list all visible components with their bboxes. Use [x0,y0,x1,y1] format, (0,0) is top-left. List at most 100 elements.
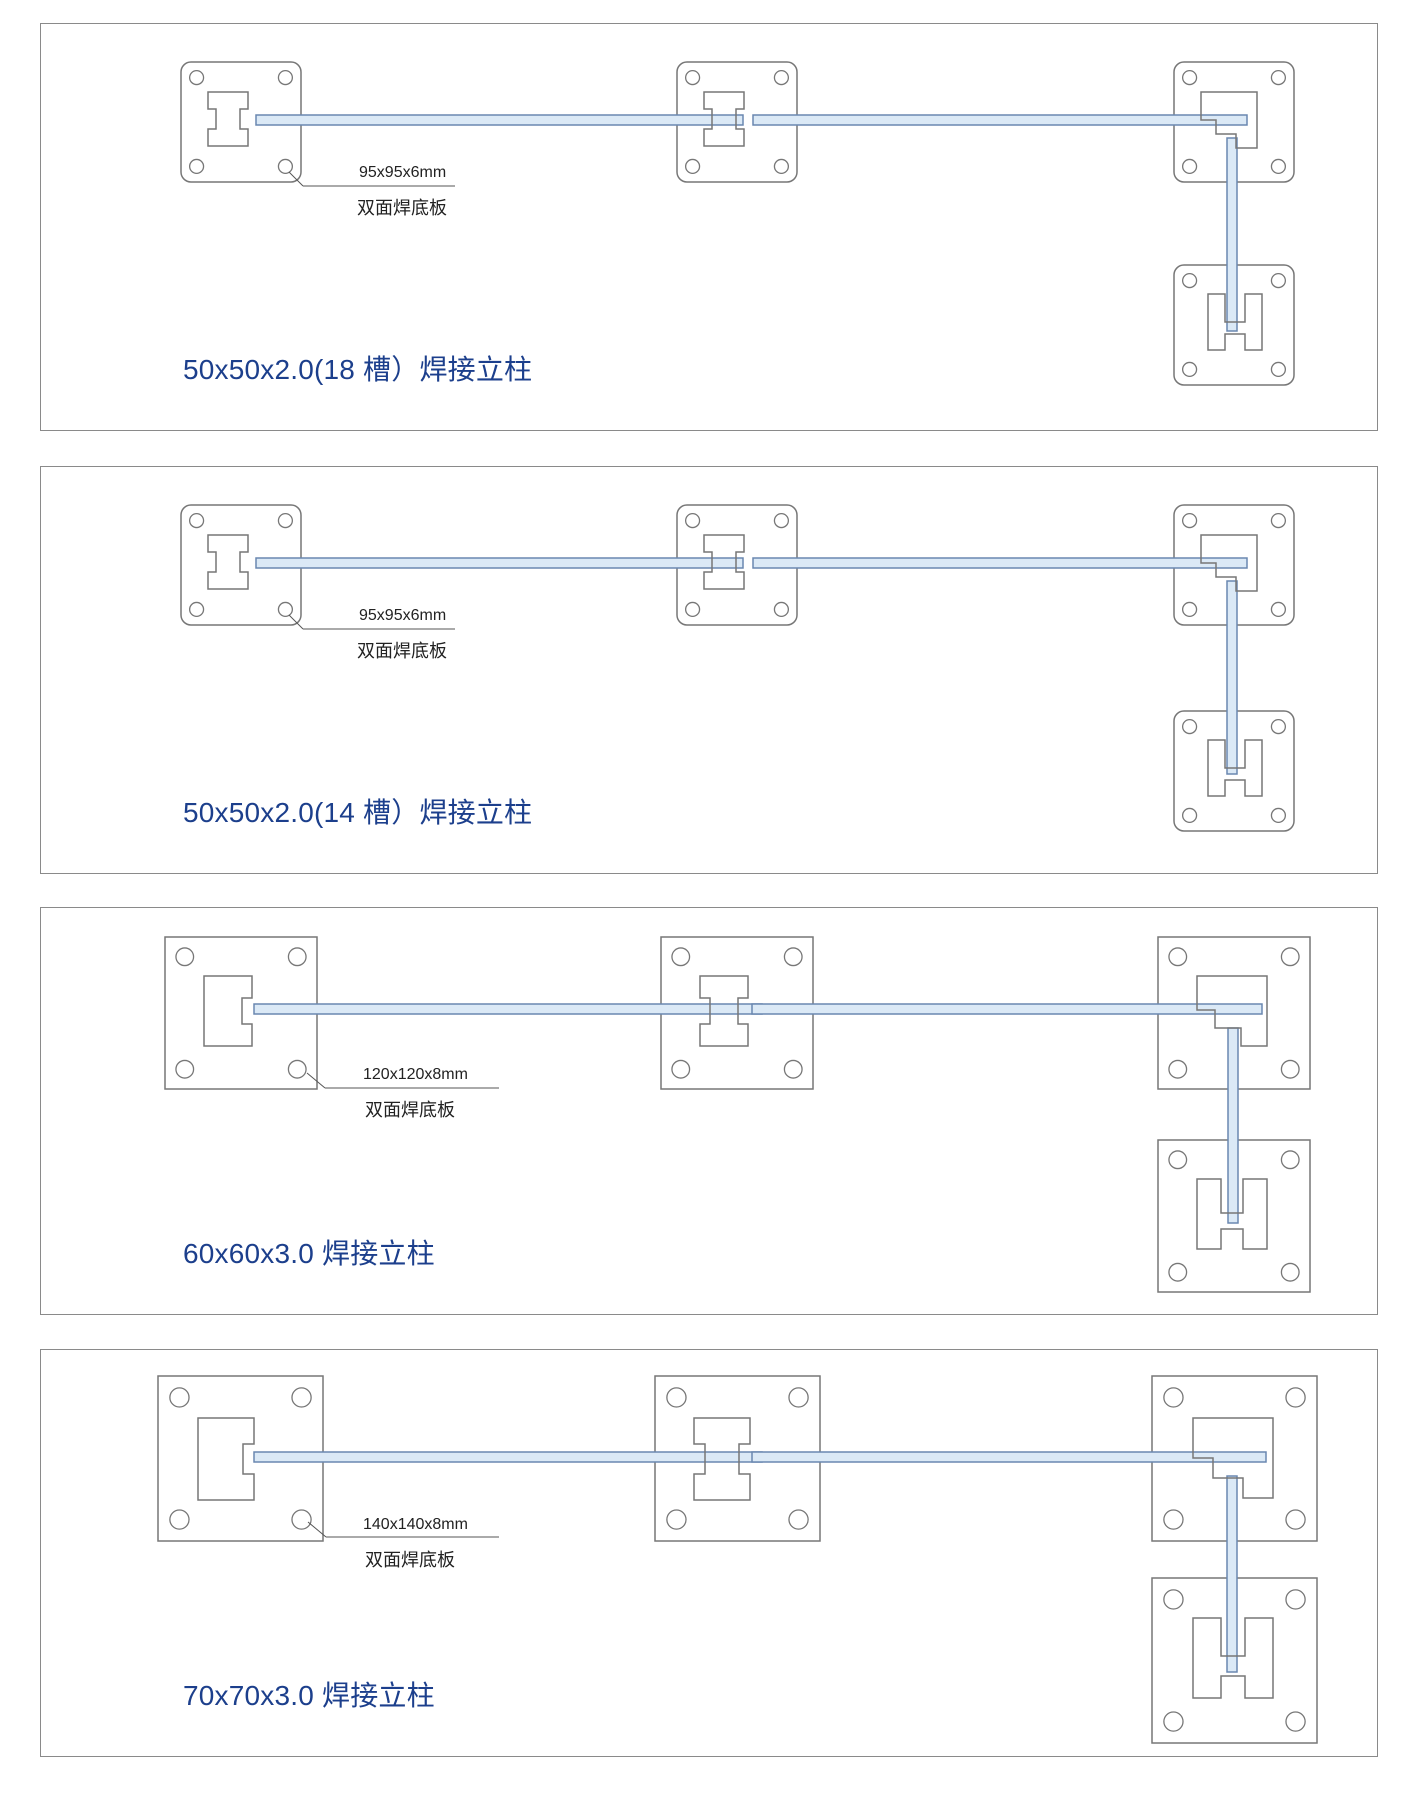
glass-panel [1226,580,1238,775]
inline-post [699,975,749,1047]
anchor-hole [188,158,205,175]
posts [197,1417,1274,1699]
base-plates [180,504,1295,832]
glass-panel [253,1451,763,1463]
anchor-hole [287,1059,307,1079]
corner-post [1192,1417,1274,1499]
plate-description: 双面焊底板 [365,1100,455,1121]
anchor-hole [1270,69,1287,86]
panel-title: 60x60x3.0 焊接立柱 [183,1238,435,1269]
anchor-hole [277,158,294,175]
inline-post [693,1417,751,1501]
inline-post [703,91,745,147]
plate-description: 双面焊底板 [357,641,447,662]
panel-title: 70x70x3.0 焊接立柱 [183,1680,435,1711]
end-post [1207,739,1263,797]
anchor-hole [1163,1589,1184,1610]
anchor-hole [169,1387,190,1408]
anchor-hole [1168,1150,1188,1170]
anchor-hole [1270,601,1287,618]
inline-post [703,534,745,590]
anchor-hole [1285,1509,1306,1530]
glass-panel [1226,137,1238,332]
anchor-hole [783,947,803,967]
panel-14-slot: 95x95x6mm 双面焊底板 50x50x2.0(14 槽）焊接立柱 [40,466,1378,874]
anchor-hole [1280,1262,1300,1282]
anchor-hole [1163,1387,1184,1408]
anchor-hole [684,601,701,618]
leader-line [288,171,304,187]
anchor-hole [188,512,205,529]
posts [203,975,1268,1250]
corner-post [1196,975,1268,1047]
end-post [207,91,249,147]
glass-panel [752,114,1248,126]
glass-panel [253,1003,763,1015]
anchor-hole [1168,1059,1188,1079]
anchor-hole [1270,807,1287,824]
plate-spec: 95x95x6mm [359,164,447,181]
plan-drawing [164,936,1311,1293]
anchor-hole [188,69,205,86]
glass-panel [1227,1027,1239,1224]
anchor-hole [671,1059,691,1079]
plate-spec: 140x140x8mm [363,1516,468,1533]
anchor-hole [783,1059,803,1079]
glass-rails [253,1451,1267,1673]
end-post [207,534,249,590]
panel-title: 50x50x2.0(18 槽）焊接立柱 [183,354,533,385]
anchor-hole [1181,361,1198,378]
panel-18-slot: 95x95x6mm 双面焊底板 50x50x2.0(18 槽）焊接立柱 [40,23,1378,431]
corner-post [1200,91,1258,149]
anchor-hole [277,601,294,618]
anchor-hole [1181,272,1198,289]
anchor-hole [175,1059,195,1079]
anchor-hole [773,69,790,86]
leader-line [288,614,304,630]
panel-70-post: 140x140x8mm 双面焊底板 70x70x3.0 焊接立柱 [40,1349,1378,1757]
plate-spec: 120x120x8mm [363,1066,468,1083]
anchor-hole [1280,1150,1300,1170]
glass-panel [255,114,744,126]
anchor-hole [773,512,790,529]
leader-line [306,1072,326,1089]
anchor-hole [684,69,701,86]
plan-drawing [180,61,1295,386]
glass-panel [752,557,1248,569]
anchor-hole [188,601,205,618]
anchor-hole [1181,158,1198,175]
anchor-hole [1270,361,1287,378]
corner-post [1200,534,1258,592]
anchor-hole [277,512,294,529]
anchor-hole [788,1387,809,1408]
end-post [1192,1617,1274,1699]
anchor-hole [773,601,790,618]
anchor-hole [1163,1711,1184,1732]
anchor-hole [1270,272,1287,289]
anchor-hole [1181,718,1198,735]
panel-title: 50x50x2.0(14 槽）焊接立柱 [183,797,533,828]
anchor-hole [287,947,307,967]
anchor-hole [1285,1711,1306,1732]
anchor-hole [684,158,701,175]
glass-panel [751,1003,1263,1015]
anchor-hole [1280,947,1300,967]
anchor-hole [684,512,701,529]
plate-spec: 95x95x6mm [359,607,447,624]
anchor-hole [1181,512,1198,529]
anchor-hole [666,1387,687,1408]
anchor-hole [1181,601,1198,618]
plan-drawing [157,1375,1318,1744]
glass-rails [253,1003,1263,1224]
glass-rails [255,114,1248,332]
end-post [1196,1178,1268,1250]
glass-panel [255,557,744,569]
glass-panel [751,1451,1267,1463]
anchor-hole [1181,807,1198,824]
anchor-hole [277,69,294,86]
anchor-hole [1270,512,1287,529]
anchor-hole [1163,1509,1184,1530]
anchor-hole [1285,1589,1306,1610]
anchor-hole [671,947,691,967]
posts [207,91,1263,351]
